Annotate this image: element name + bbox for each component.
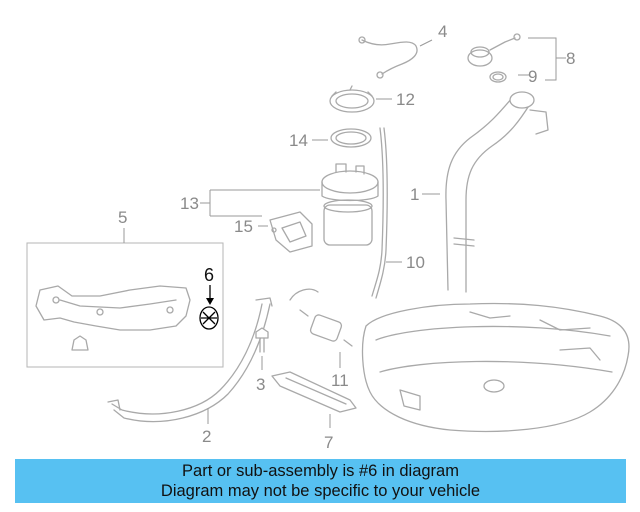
part-8-fuel-cap	[467, 33, 521, 67]
part-6-highlighted	[199, 285, 219, 330]
callout-6: 6	[204, 265, 214, 285]
part-3-bolt	[255, 327, 269, 353]
callout-13: 13	[180, 194, 199, 213]
part-1-filler-pipe	[445, 91, 549, 293]
part-4-sensor-wire	[358, 36, 418, 79]
fuel-tank	[361, 302, 630, 433]
callout-15: 15	[234, 217, 253, 236]
part-10-vent-line	[371, 127, 388, 299]
part-12-lock-ring	[329, 85, 375, 113]
callout-10: 10	[406, 253, 425, 272]
callout-8: 8	[566, 49, 575, 68]
info-banner: Part or sub-assembly is #6 in diagram Di…	[15, 459, 626, 503]
part-9-seal-ring	[489, 71, 507, 83]
part-7-bracket	[271, 371, 357, 413]
callout-7: 7	[324, 433, 333, 452]
callout-3: 3	[256, 375, 265, 394]
callout-11: 11	[331, 371, 349, 390]
callout-12: 12	[396, 90, 415, 109]
part-5-heat-shield	[35, 285, 191, 331]
callout-14: 14	[289, 131, 308, 150]
callout-4: 4	[438, 22, 447, 41]
part-5-clip	[71, 335, 89, 351]
callout-9: 9	[528, 67, 537, 86]
parts-diagram: 4 8 9 12 14 13 15	[26, 22, 630, 452]
callout-1: 1	[410, 185, 419, 204]
part-11-fuel-filter	[289, 288, 353, 347]
leader-4	[419, 39, 433, 47]
callout-5: 5	[118, 208, 127, 227]
callout-2: 2	[202, 427, 211, 446]
banner-line-1: Part or sub-assembly is #6 in diagram	[182, 462, 459, 480]
part-15-sender	[269, 211, 313, 253]
leader-8-9	[518, 37, 566, 81]
part-5-group-box	[26, 242, 224, 368]
part-13-fuel-pump	[321, 163, 379, 246]
leader-13	[200, 189, 320, 217]
banner-line-2: Diagram may not be specific to your vehi…	[160, 482, 481, 500]
part-14-gasket	[330, 128, 372, 148]
